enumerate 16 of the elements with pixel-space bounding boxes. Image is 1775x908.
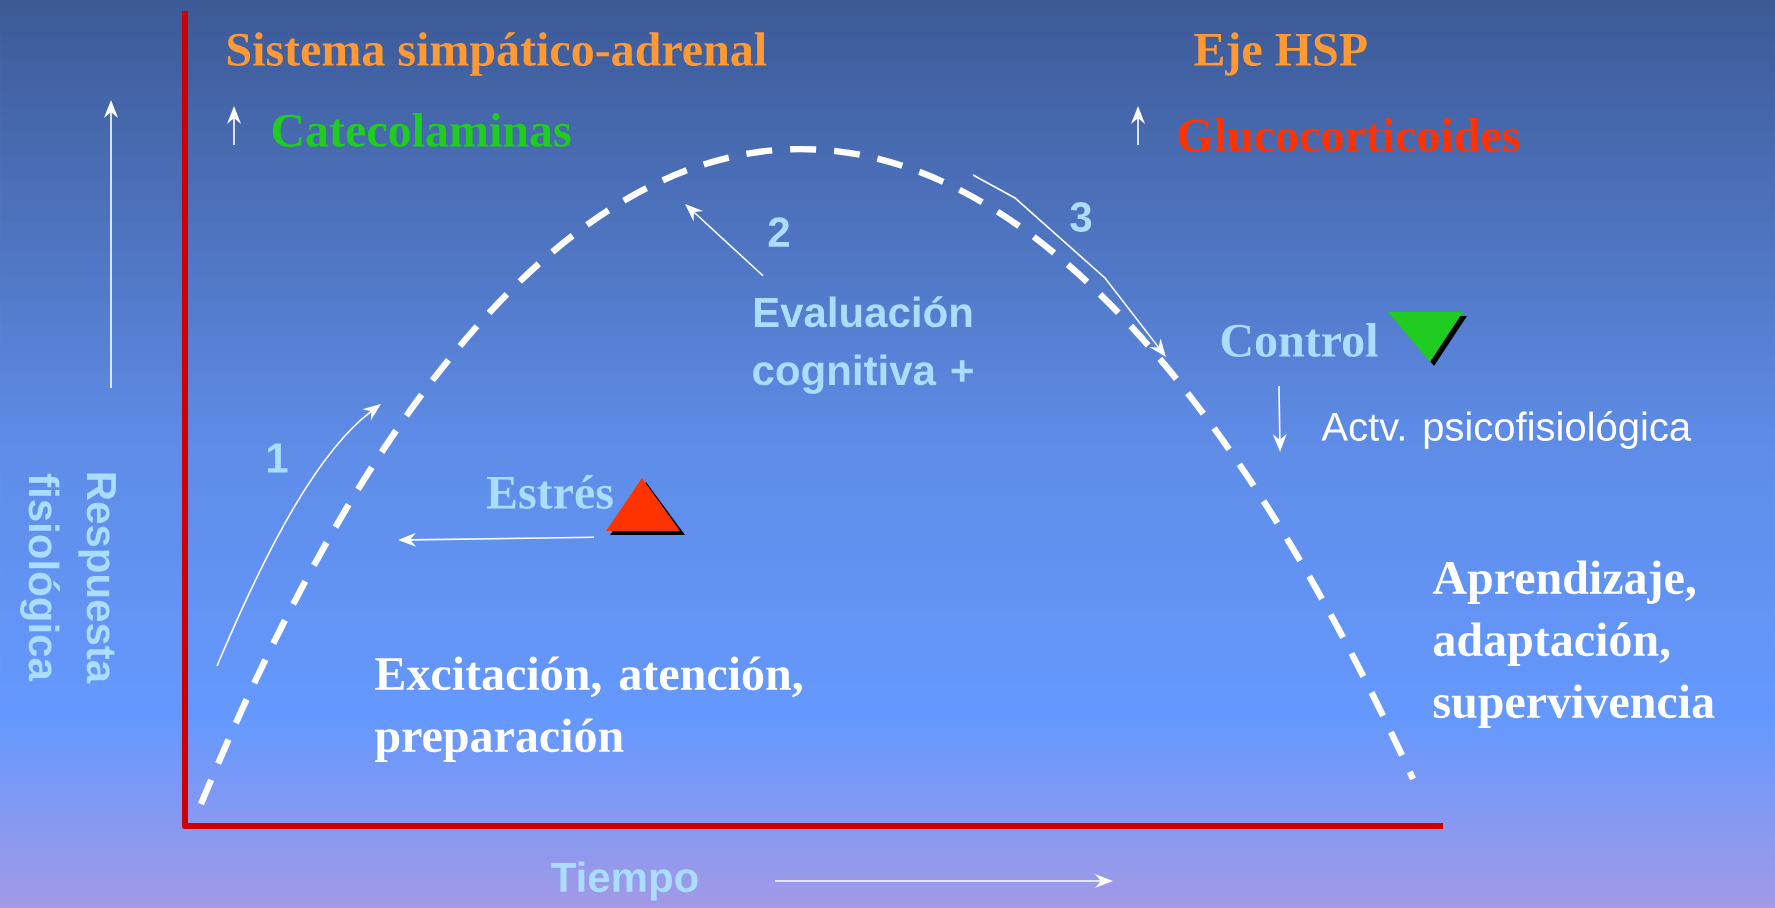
axis-title: Tiempo (551, 861, 698, 901)
axis-title: Respuesta fisiológica (20, 473, 116, 684)
main-label: Estrés (486, 475, 613, 509)
phase-number: 1 (267, 443, 288, 473)
hormone-label: Catecolaminas (272, 113, 571, 147)
heading: Sistema simpático-adrenal (227, 32, 767, 76)
phase-number: 2 (768, 217, 789, 247)
note-text: Actv. psicofisiológica (1321, 411, 1692, 449)
phase-number: 3 (1070, 202, 1092, 232)
stage-text: Aprendizaje, adaptación, supervivencia (1432, 560, 1715, 728)
main-label: Control (1221, 323, 1378, 357)
leader-arrow (685, 204, 764, 277)
main-label: Evaluación cognitiva + (753, 296, 973, 394)
stage-text: Excitación, atención, preparación (375, 656, 802, 762)
heading: Eje HSP (1194, 32, 1367, 76)
hormone-label: Glucocorticoides (1178, 118, 1520, 152)
